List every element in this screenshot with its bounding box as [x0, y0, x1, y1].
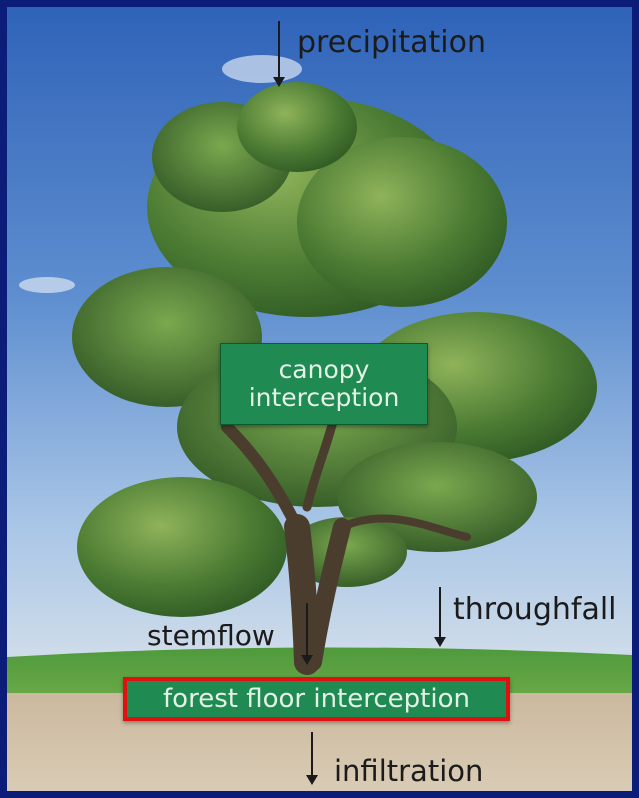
precipitation-label: precipitation	[297, 25, 486, 60]
throughfall-arrowhead	[434, 637, 446, 647]
precipitation-arrowhead	[273, 77, 285, 87]
cloud	[222, 55, 302, 83]
infiltration-label: infiltration	[334, 754, 484, 788]
infiltration-arrowhead	[306, 775, 318, 785]
canopy-label-line2: interception	[248, 383, 400, 412]
forest-floor-interception-box: forest floor interception	[123, 677, 510, 721]
throughfall-label: throughfall	[453, 592, 617, 627]
canopy-label-line1: canopy	[278, 355, 370, 384]
tree-illustration	[7, 7, 632, 791]
forest-floor-label: forest floor interception	[163, 684, 470, 714]
arrows	[273, 21, 446, 785]
stemflow-label: stemflow	[147, 619, 275, 652]
canopy-interception-box: canopy interception	[220, 343, 428, 425]
cloud	[19, 277, 75, 293]
stemflow-arrowhead	[301, 655, 313, 665]
